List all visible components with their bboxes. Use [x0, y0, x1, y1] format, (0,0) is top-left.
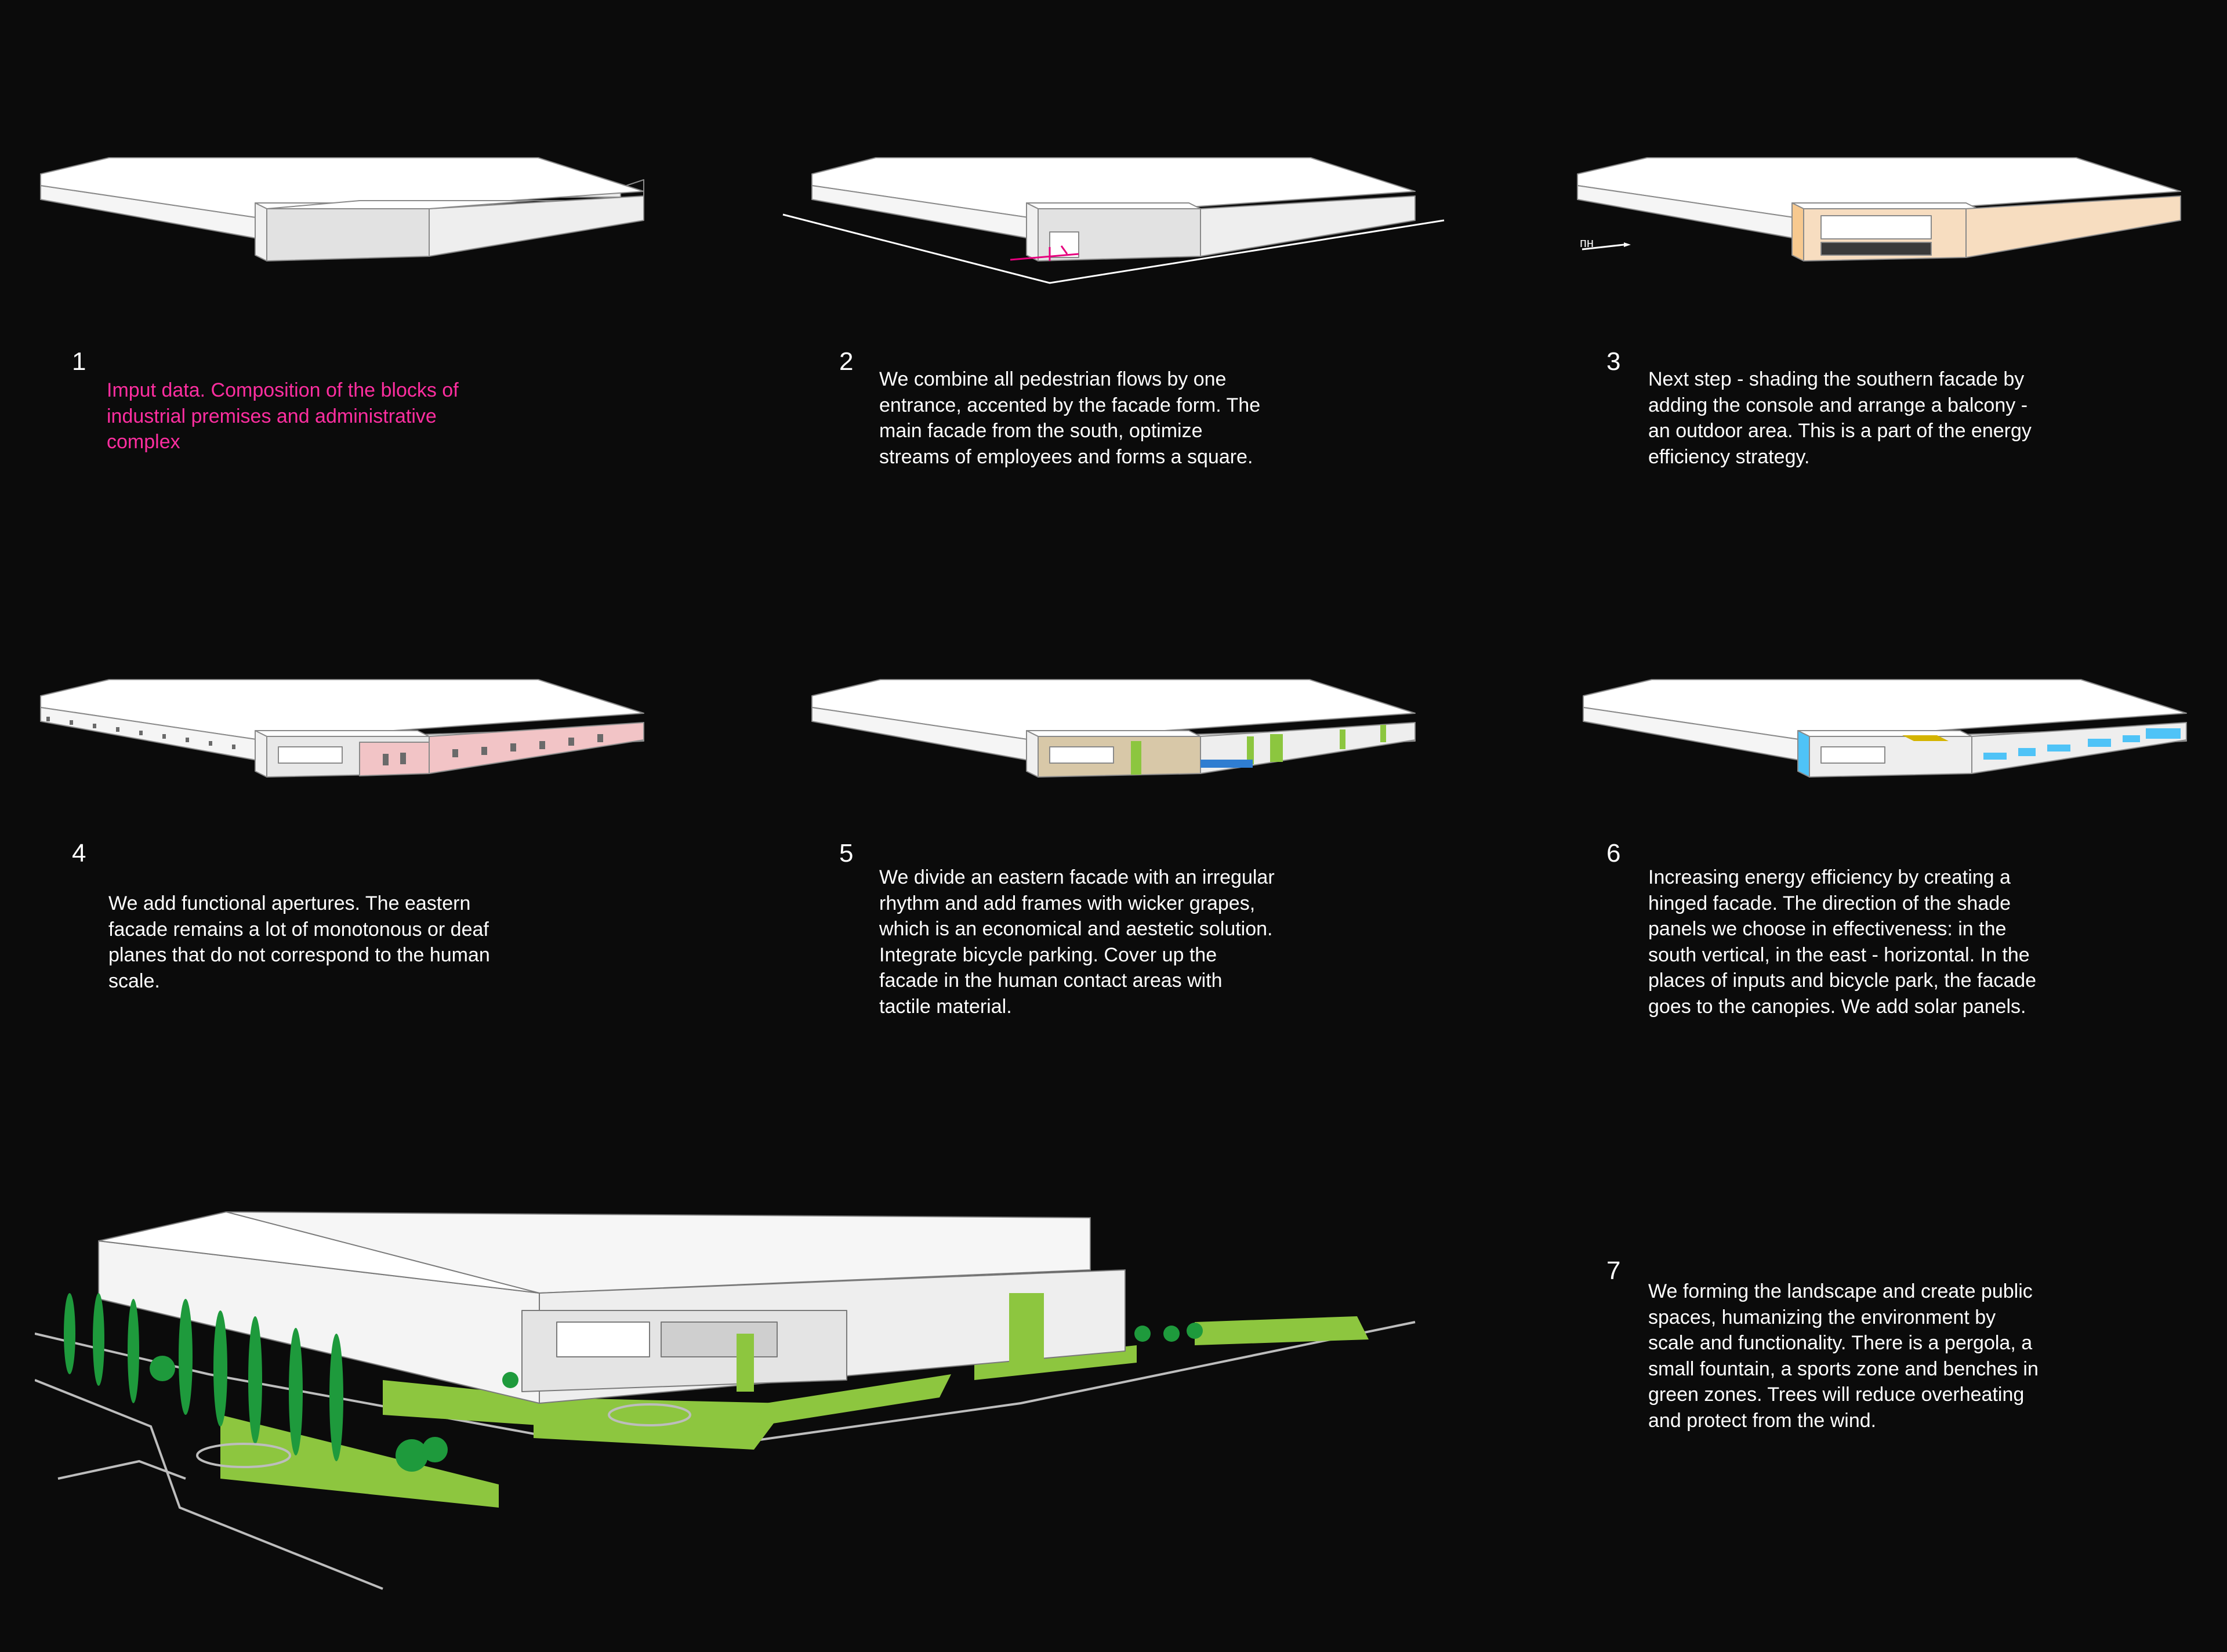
step-3-description: Next step - shading the southern facade … [1648, 366, 2101, 470]
step-6-building-diagram [1583, 679, 2187, 778]
step-3-line: Next step - shading the southern facade … [1648, 368, 2025, 390]
step-4-line: facade remains a lot of monotonous or de… [108, 918, 489, 941]
step-1-line: Imput data. Composition of the blocks of [107, 379, 459, 401]
step-5-line: tactile material. [879, 995, 1012, 1018]
step-6-line: goes to the canopies. We add solar panel… [1648, 995, 2026, 1018]
step-6-line: hinged facade. The direction of the shad… [1648, 892, 2011, 914]
step-5-line: facade in the human contact areas with [879, 970, 1223, 992]
step-2-description: We combine all pedestrian flows by one e… [879, 366, 1332, 470]
step-3-line: an outdoor area. This is a part of the e… [1648, 420, 2032, 442]
step-1-line: complex [107, 431, 180, 453]
step-2-number: 2 [839, 347, 854, 376]
step-5-line: rhythm and add frames with wicker grapes… [879, 892, 1256, 914]
step-5-building-diagram [811, 679, 1416, 778]
step-7-line: spaces, humanizing the environment by [1648, 1306, 1996, 1328]
step-6-description: Increasing energy efficiency by creating… [1648, 865, 2101, 1019]
step-2-line: main facade from the south, optimize [879, 420, 1203, 442]
step-5-description: We divide an eastern facade with an irre… [879, 865, 1332, 1019]
step-6-number: 6 [1606, 839, 1621, 867]
step-5-line: We divide an eastern facade with an irre… [879, 866, 1275, 888]
step-4-number: 4 [72, 839, 86, 867]
step-3-line: efficiency strategy. [1648, 445, 1810, 468]
step-4-description: We add functional apertures. The eastern… [108, 891, 561, 994]
step-7-landscape-diagram [35, 1211, 1416, 1590]
step-2-line: entrance, accented by the facade form. T… [879, 394, 1261, 416]
step-2-line: streams of employees and forms a square. [879, 445, 1253, 468]
step-4-building-diagram [40, 679, 644, 778]
step-3-line: adding the console and arrange a balcony… [1648, 394, 2028, 416]
step-1-line: industrial premises and administrative [107, 405, 437, 427]
step-6-line: Increasing energy efficiency by creating… [1648, 866, 2011, 888]
step-7-number: 7 [1606, 1257, 1621, 1285]
step-4-line: planes that do not correspond to the hum… [108, 944, 490, 966]
step-7-line: scale and functionality. There is a perg… [1648, 1332, 2033, 1354]
compass-label: пн [1580, 235, 1594, 250]
step-4-line: scale. [108, 970, 160, 992]
step-1-number: 1 [72, 347, 86, 376]
step-5-line: which is an economical and aestetic solu… [879, 918, 1273, 940]
step-7-line: and protect from the wind. [1648, 1409, 1877, 1432]
step-5-number: 5 [839, 839, 854, 867]
step-6-line: places of inputs and bicycle park, the f… [1648, 970, 2037, 992]
step-6-line: south vertical, in the east - horizontal… [1648, 943, 2030, 966]
step-2-building-diagram [782, 157, 1445, 284]
step-7-line: green zones. Trees will reduce overheati… [1648, 1384, 2025, 1406]
step-1-building-diagram [40, 157, 644, 262]
step-6-line: panels we choose in effectiveness: in th… [1648, 918, 2007, 940]
step-1-description: Imput data. Composition of the blocks of… [107, 377, 559, 455]
step-3-number: 3 [1606, 347, 1621, 376]
step-7-description: We forming the landscape and create publ… [1648, 1279, 2101, 1433]
step-7-line: small fountain, a sports zone and benche… [1648, 1357, 2039, 1380]
step-4-line: We add functional apertures. The eastern [108, 892, 471, 914]
step-2-line: We combine all pedestrian flows by one [879, 368, 1227, 390]
step-3-building-diagram: пн [1577, 157, 2181, 262]
step-7-line: We forming the landscape and create publ… [1648, 1280, 2033, 1302]
step-5-line: Integrate bicycle parking. Cover up the [879, 943, 1217, 966]
